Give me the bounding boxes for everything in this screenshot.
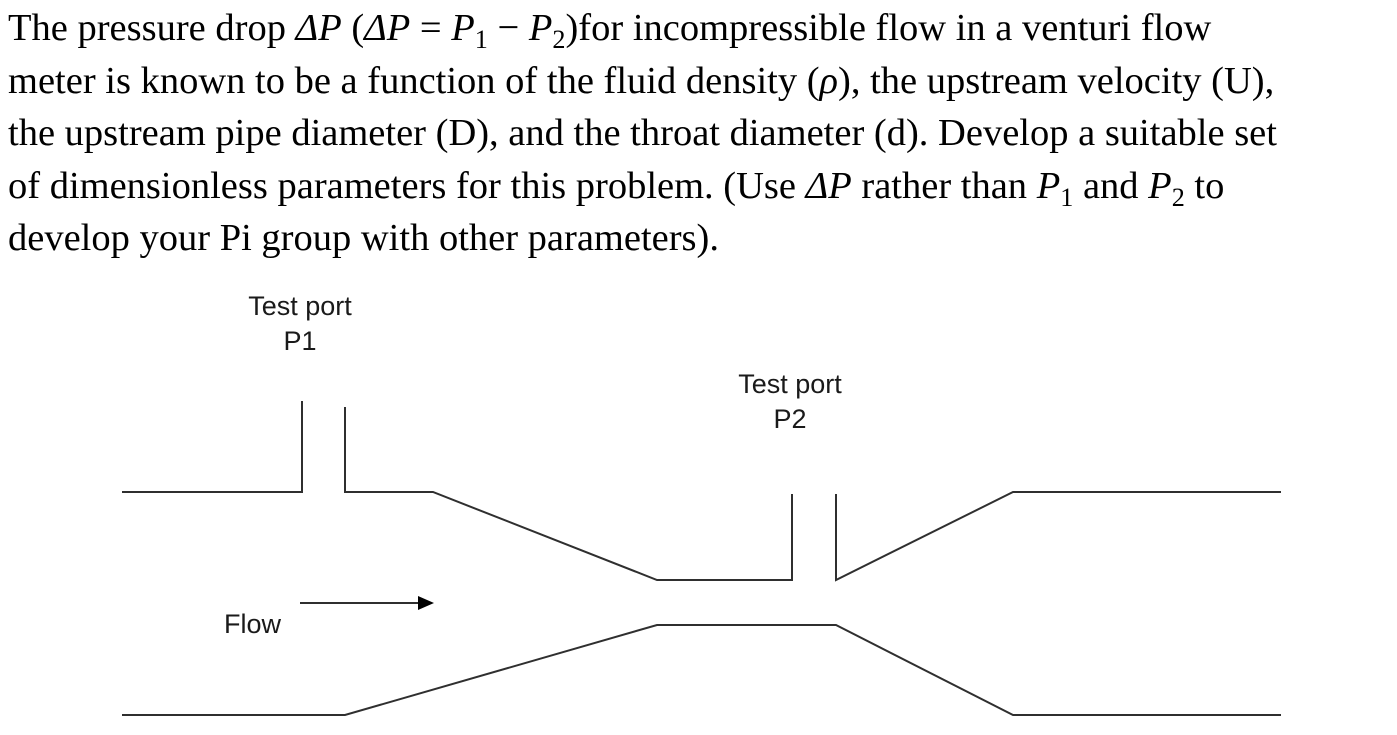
flow-arrow-head xyxy=(418,596,434,610)
delta-p-symbol: ΔP xyxy=(295,7,342,49)
text-fragment: to xyxy=(1184,164,1225,207)
text-fragment: and xyxy=(1073,164,1149,207)
subscript-2: 2 xyxy=(1171,182,1185,212)
delta-p-symbol: ΔP xyxy=(805,164,852,207)
port2-label-line2: P2 xyxy=(773,404,806,434)
upper-wall-inlet xyxy=(122,401,303,493)
lower-wall xyxy=(122,624,1281,716)
subscript-1: 1 xyxy=(474,25,488,55)
text-fragment: The pressure drop xyxy=(8,7,296,49)
p-symbol: P xyxy=(528,7,553,49)
problem-line-3: the upstream pipe diameter (D), and the … xyxy=(8,112,1277,154)
problem-statement: The pressure drop ΔP (ΔP = P1 − P2)for i… xyxy=(8,2,1393,265)
p-symbol: P xyxy=(1036,164,1061,207)
text-fragment: meter is known to be a function of the f… xyxy=(8,59,820,102)
problem-line-2: meter is known to be a function of the f… xyxy=(8,55,1393,108)
text-fragment: ( xyxy=(341,7,365,49)
port1-label-line2: P1 xyxy=(283,326,316,356)
p-symbol: P xyxy=(451,7,475,49)
port2-label-line1: Test port xyxy=(738,369,842,399)
text-fragment: of dimensionless parameters for this pro… xyxy=(8,164,806,207)
problem-line-5: develop your Pi group with other paramet… xyxy=(8,217,719,259)
rho-symbol: ρ xyxy=(819,59,839,102)
p-symbol: P xyxy=(1148,164,1172,207)
problem-line-1: The pressure drop ΔP (ΔP = P1 − P2)for i… xyxy=(8,2,1393,55)
upper-wall-diverging xyxy=(835,491,1281,582)
minus-sign: − xyxy=(487,7,529,49)
text-fragment: ), the upstream velocity (U), xyxy=(838,59,1275,102)
text-fragment: rather than xyxy=(851,164,1037,207)
delta-p-symbol: ΔP xyxy=(364,7,411,49)
flow-label: Flow xyxy=(224,609,282,639)
problem-line-4: of dimensionless parameters for this pro… xyxy=(8,160,1393,213)
subscript-2: 2 xyxy=(552,25,566,55)
subscript-1: 1 xyxy=(1060,182,1074,212)
upper-wall-converging xyxy=(344,407,793,581)
text-fragment: )for incompressible flow in a venturi fl… xyxy=(565,7,1212,49)
port1-label-line1: Test port xyxy=(248,291,352,321)
equals-sign: = xyxy=(410,7,452,49)
